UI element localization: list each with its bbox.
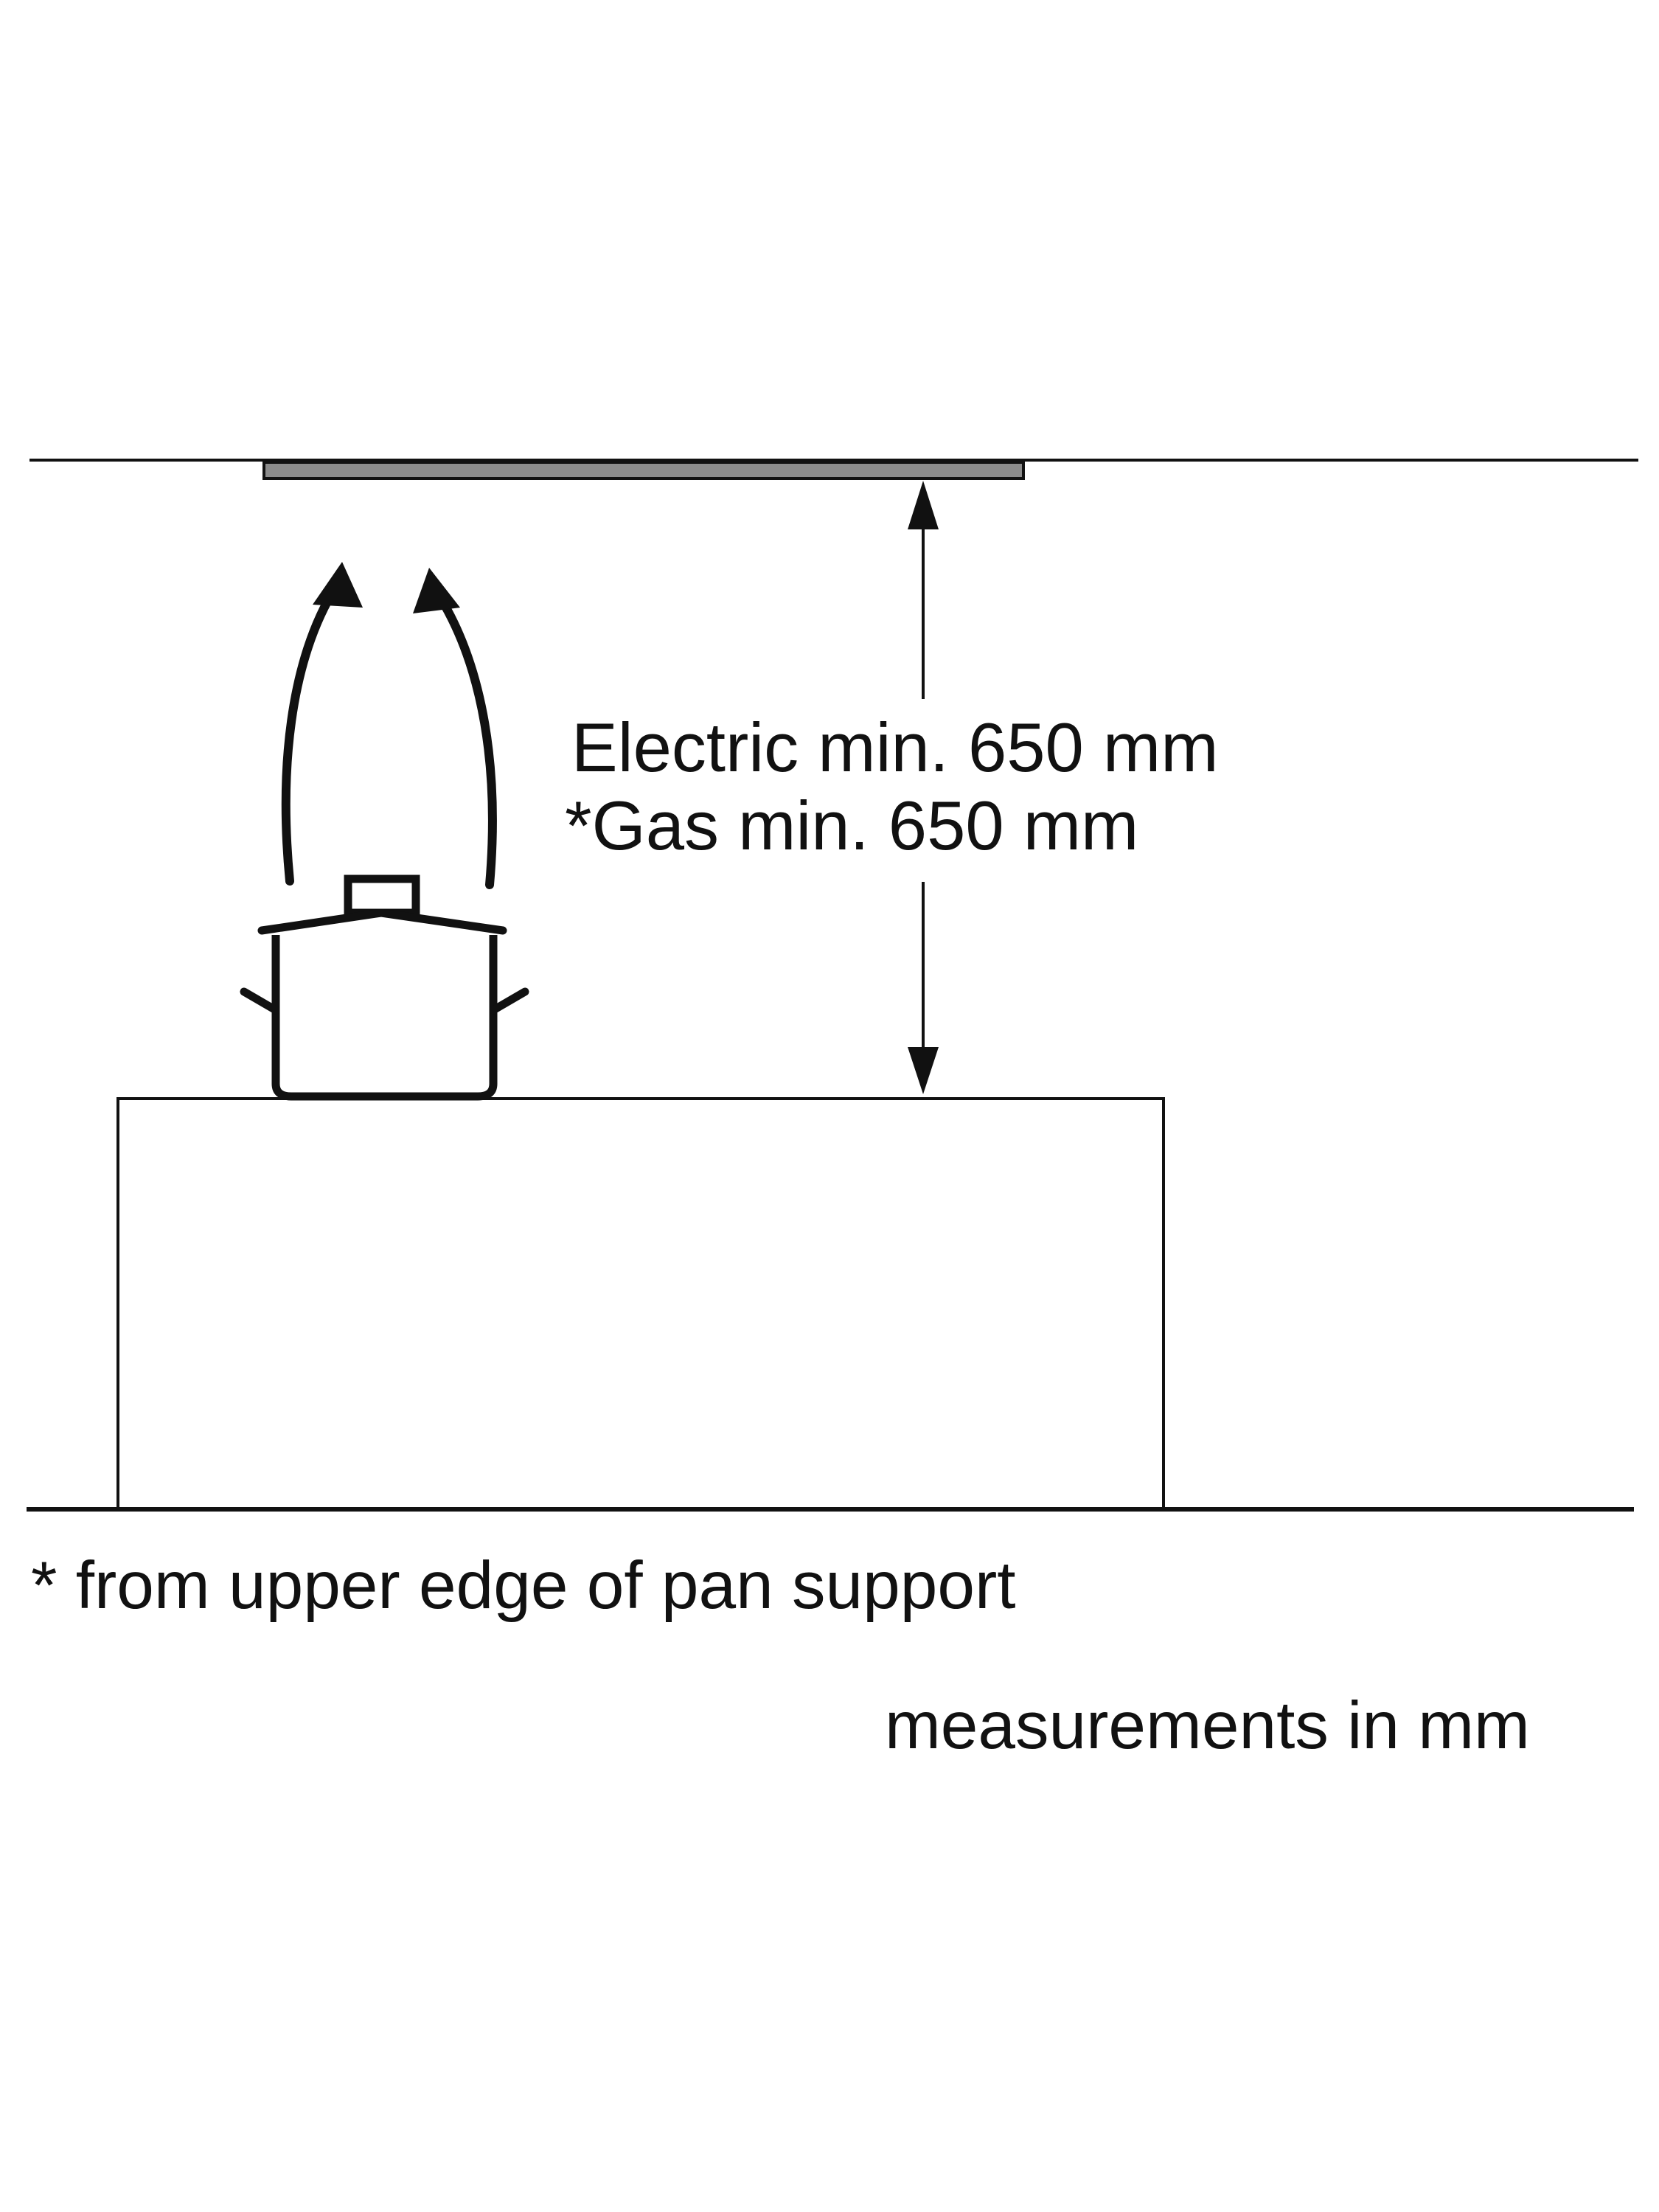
pot-lid (257, 908, 507, 935)
pot-lid-knob (344, 874, 420, 917)
kitchen-unit (116, 1097, 1165, 1511)
electric-clearance-label: Electric min. 650 mm (571, 709, 1219, 786)
dimension-arrowhead-top (908, 481, 939, 529)
dimension-arrowhead-bottom (908, 1047, 939, 1094)
steam-arrow-left (281, 589, 336, 886)
cooker-hood (262, 461, 1025, 480)
steam-arrow-right-head (413, 568, 460, 613)
pot-body (271, 935, 498, 1101)
pot-handle-left (240, 987, 280, 1015)
footnote-label: * from upper edge of pan support (31, 1548, 1016, 1623)
steam-arrow-right (437, 594, 497, 889)
steam-arrow-left-head (313, 562, 363, 608)
units-note-label: measurements in mm (885, 1688, 1530, 1763)
steam-arrows (281, 562, 497, 889)
cooking-pot-icon (240, 874, 529, 1101)
gas-clearance-label: *Gas min. 650 mm (565, 787, 1139, 864)
pot-handle-right (489, 987, 529, 1015)
dimension-arrow (908, 481, 939, 1094)
